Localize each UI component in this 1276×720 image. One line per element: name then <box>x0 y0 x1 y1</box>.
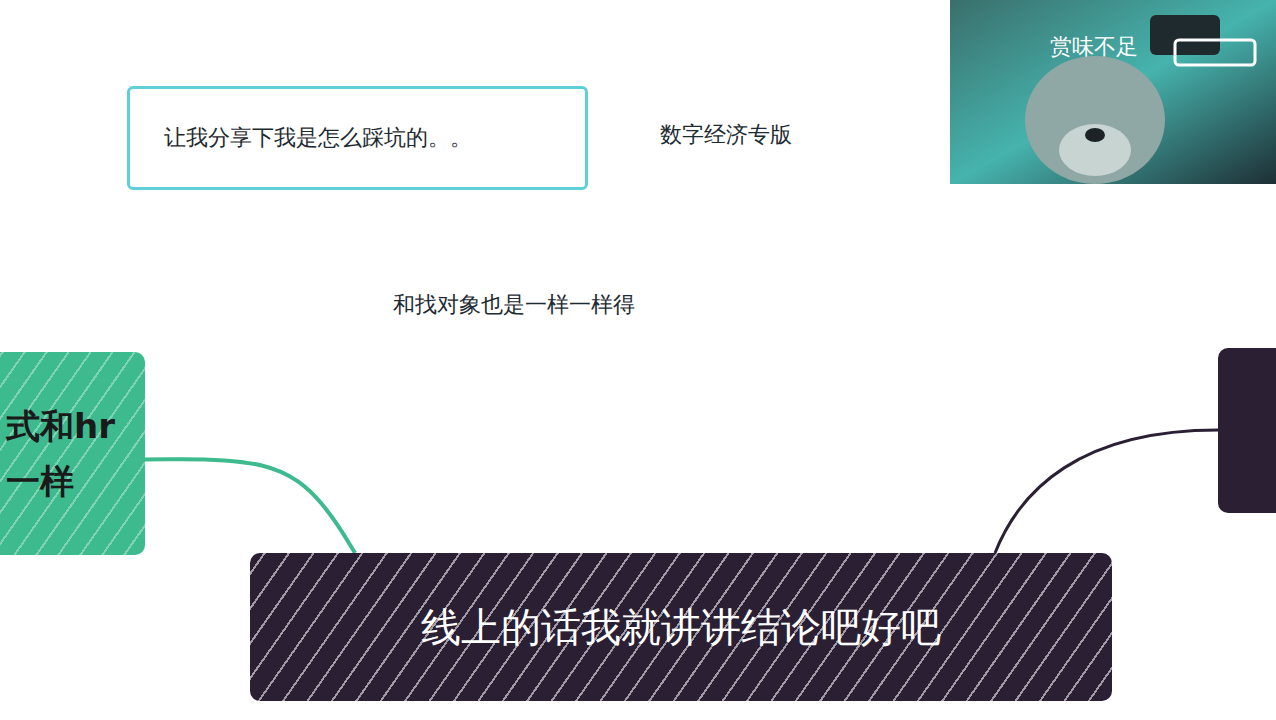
cropped-topic-box <box>1218 348 1276 513</box>
animal-snout <box>1059 124 1131 176</box>
watermark: 赏味不足 <box>1050 32 1138 62</box>
section-tag: 数字经济专版 <box>660 120 792 150</box>
note-text: 和找对象也是一样一样得 <box>393 290 635 320</box>
site-logo <box>1175 40 1255 65</box>
node-text: 线上的话我就讲讲结论吧好吧 <box>421 600 941 655</box>
branch-box: 式和hr 一样 <box>0 352 145 555</box>
topic-box: 让我分享下我是怎么踩坑的。。 <box>127 86 588 190</box>
node-text: 式和hr 一样 <box>6 399 137 508</box>
subtitle-bar: 线上的话我就讲讲结论吧好吧 <box>250 553 1112 701</box>
video-thumbnail <box>950 0 1276 184</box>
branch-connector <box>145 459 355 553</box>
branch-line <box>995 430 1218 553</box>
node-text: 让我分享下我是怎么踩坑的。。 <box>164 123 472 153</box>
animal-ear <box>1150 15 1220 55</box>
thumbnail-ground <box>950 0 1276 184</box>
animal-face <box>1025 56 1165 184</box>
animal-nose <box>1085 128 1105 142</box>
